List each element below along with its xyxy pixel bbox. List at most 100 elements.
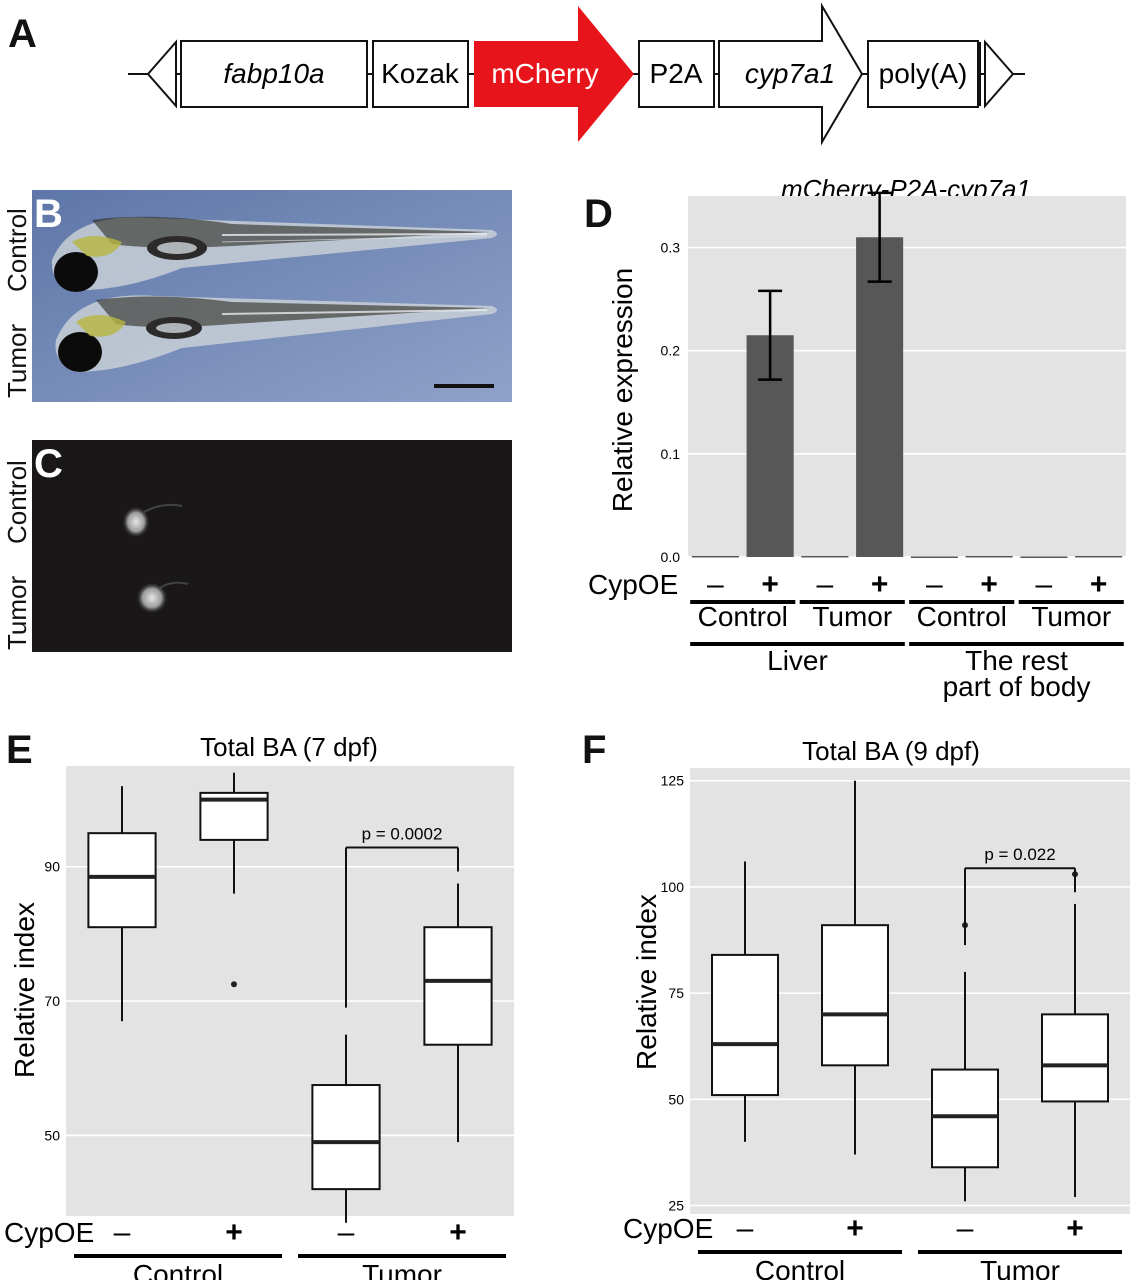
d-rest-label-2: part of body	[943, 671, 1091, 702]
e-cypoe-label: CypOE	[4, 1217, 94, 1248]
b-tumor-label: Tumor	[2, 323, 32, 398]
brightfield-larvae	[32, 190, 512, 402]
e-box	[311, 1084, 381, 1191]
f-title: Total BA (9 dpf)	[802, 736, 980, 766]
f-box	[711, 953, 779, 1097]
d-ytick-label: 0.2	[661, 343, 681, 359]
fluorescence-image	[32, 440, 512, 652]
f-plus-label: +	[846, 1212, 864, 1245]
d-pair-label: Control	[698, 601, 788, 632]
fabp10a-box	[180, 40, 368, 108]
cyp7a1-arrow	[718, 2, 864, 146]
f-ylabel: Relative index	[631, 894, 662, 1070]
d-minus-label: –	[926, 568, 943, 601]
kozak-label: Kozak	[381, 58, 460, 89]
f-minus-label: –	[737, 1212, 754, 1245]
f-box	[931, 1068, 999, 1169]
control-larva	[51, 216, 497, 292]
d-minus-label: –	[707, 568, 724, 601]
e-ylabel: Relative index	[9, 902, 40, 1078]
left-itr-shape	[146, 39, 177, 109]
panel-letter-a: A	[8, 12, 37, 56]
e-plus-label: +	[225, 1216, 243, 1249]
c-tumor-label: Tumor	[2, 575, 32, 650]
polya-label: poly(A)	[879, 58, 968, 89]
mcherry-arrow	[474, 6, 634, 142]
e-outlier	[231, 981, 237, 988]
e-minus-label: –	[114, 1216, 131, 1249]
f-ytick-label: 75	[668, 985, 684, 1001]
mcherry-label: mCherry	[491, 58, 598, 89]
chart-f: Total BA (9 dpf) Relative index 25 50 75 10…	[623, 736, 1130, 1280]
cyp7a1-label: cyp7a1	[745, 58, 835, 89]
panel-letter-f: F	[582, 728, 607, 772]
f-pair-label: Control	[755, 1255, 845, 1280]
d-bar	[1020, 556, 1068, 558]
f-ytick-label: 50	[668, 1091, 684, 1107]
f-cypoe-label: CypOE	[623, 1213, 713, 1244]
f-ytick-label: 100	[661, 879, 685, 895]
d-ylabel: Relative expression	[607, 268, 638, 512]
e-plus-label: +	[449, 1216, 467, 1249]
e-ytick-label: 50	[44, 1127, 60, 1143]
d-ytick-label: 0.1	[661, 446, 681, 462]
d-bar	[801, 555, 849, 558]
tumor-larva	[55, 295, 497, 372]
d-pair-label: Tumor	[1031, 601, 1111, 632]
d-ytick-label: 0.3	[661, 240, 681, 256]
f-ytick-label: 125	[661, 773, 685, 789]
d-cypoe-label: CypOE	[588, 569, 678, 600]
panel-letter-c: C	[34, 442, 63, 486]
fluorescence-signal	[122, 503, 189, 614]
e-minus-label: –	[338, 1216, 355, 1249]
f-p-value: p = 0.022	[984, 845, 1055, 864]
d-plus-label: +	[980, 568, 998, 601]
chart-d: mCherry-P2A-cyp7a1 Relative expression 0…	[588, 174, 1126, 702]
e-title: Total BA (7 dpf)	[200, 732, 378, 762]
f-box	[1041, 1013, 1109, 1103]
d-bar	[1075, 555, 1123, 558]
d-bar	[691, 555, 739, 558]
panel-letter-d: D	[584, 192, 613, 236]
d-bar	[910, 556, 958, 558]
d-ytick-label: 0.0	[661, 549, 681, 565]
d-pair-label: Control	[917, 601, 1007, 632]
e-pair-label: Tumor	[362, 1259, 442, 1280]
f-box	[821, 924, 889, 1067]
f-minus-label: –	[957, 1212, 974, 1245]
d-plus-label: +	[761, 568, 779, 601]
construct-diagram: fabp10a Kozak mCherry P2A cyp7a1 poly(A)	[128, 2, 1025, 146]
d-liver-label: Liver	[767, 645, 828, 676]
d-bar	[965, 555, 1013, 558]
e-box	[87, 832, 157, 929]
scale-bar	[434, 384, 494, 388]
right-itr-shape	[984, 39, 1015, 109]
p2a-label: P2A	[650, 58, 703, 89]
panel-letter-b: B	[34, 192, 63, 236]
c-control-label: Control	[2, 460, 32, 544]
b-control-label: Control	[2, 208, 32, 292]
e-ytick-label: 70	[44, 993, 60, 1009]
brightfield-image	[32, 190, 512, 402]
f-pair-label: Tumor	[980, 1255, 1060, 1280]
d-plus-label: +	[1090, 568, 1108, 601]
d-rest-label-1: The rest	[965, 645, 1068, 676]
e-p-value: p = 0.0002	[362, 825, 443, 844]
kozak-box	[372, 40, 469, 108]
chart-e: Total BA (7 dpf) Relative index 50 70 90 p …	[4, 732, 514, 1280]
panel-letter-e: E	[6, 728, 33, 772]
e-ytick-label: 90	[44, 859, 60, 875]
p2a-box	[638, 40, 715, 108]
d-pair-label: Tumor	[812, 601, 892, 632]
d-minus-label: –	[1036, 568, 1053, 601]
d-plus-label: +	[871, 568, 889, 601]
e-pair-label: Control	[133, 1259, 223, 1280]
fabp10a-label: fabp10a	[223, 58, 324, 89]
f-plus-label: +	[1066, 1212, 1084, 1245]
e-box	[423, 926, 493, 1046]
polya-box	[867, 40, 979, 108]
d-minus-label: –	[817, 568, 834, 601]
d-bar	[856, 237, 904, 557]
f-ytick-label: 25	[668, 1198, 684, 1214]
